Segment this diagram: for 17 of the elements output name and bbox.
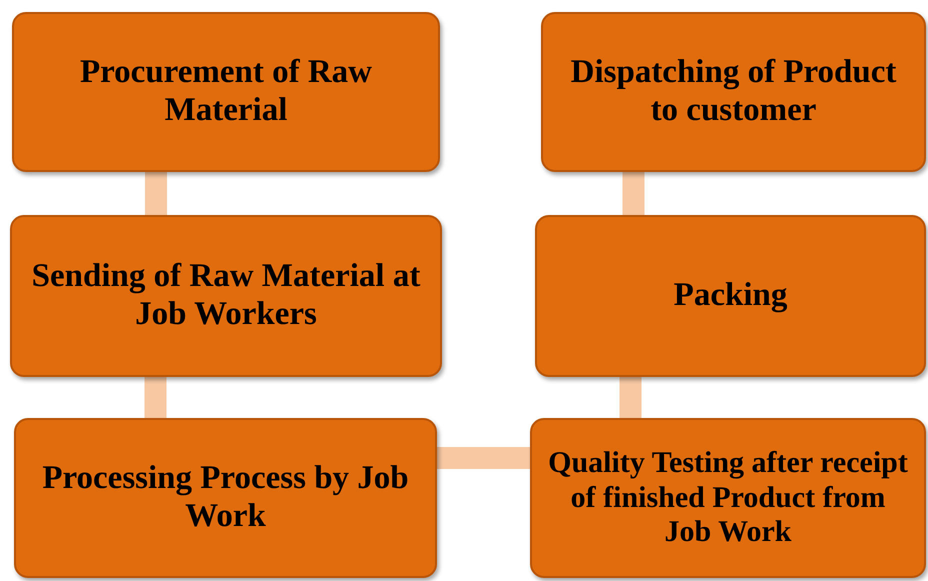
connector <box>144 377 166 418</box>
process-box <box>12 12 440 172</box>
process-box <box>10 215 442 377</box>
process-box <box>535 215 926 377</box>
connector <box>437 447 530 469</box>
connector <box>145 172 167 215</box>
process-box <box>14 418 437 578</box>
step-label: Quality Testing after receipt of finished Product from Job Work <box>547 446 909 550</box>
process-box <box>530 418 926 578</box>
step-label: Dispatching of Product to customer <box>570 54 898 130</box>
step-label: Processing Process by Job Work <box>41 460 410 536</box>
connector <box>620 377 642 418</box>
step-label: Sending of Raw Material at Job Workers <box>30 258 422 334</box>
process-box <box>541 12 926 172</box>
step-label: Procurement of Raw Material <box>78 54 374 130</box>
connector <box>622 172 644 215</box>
step-label: Packing <box>674 277 788 315</box>
